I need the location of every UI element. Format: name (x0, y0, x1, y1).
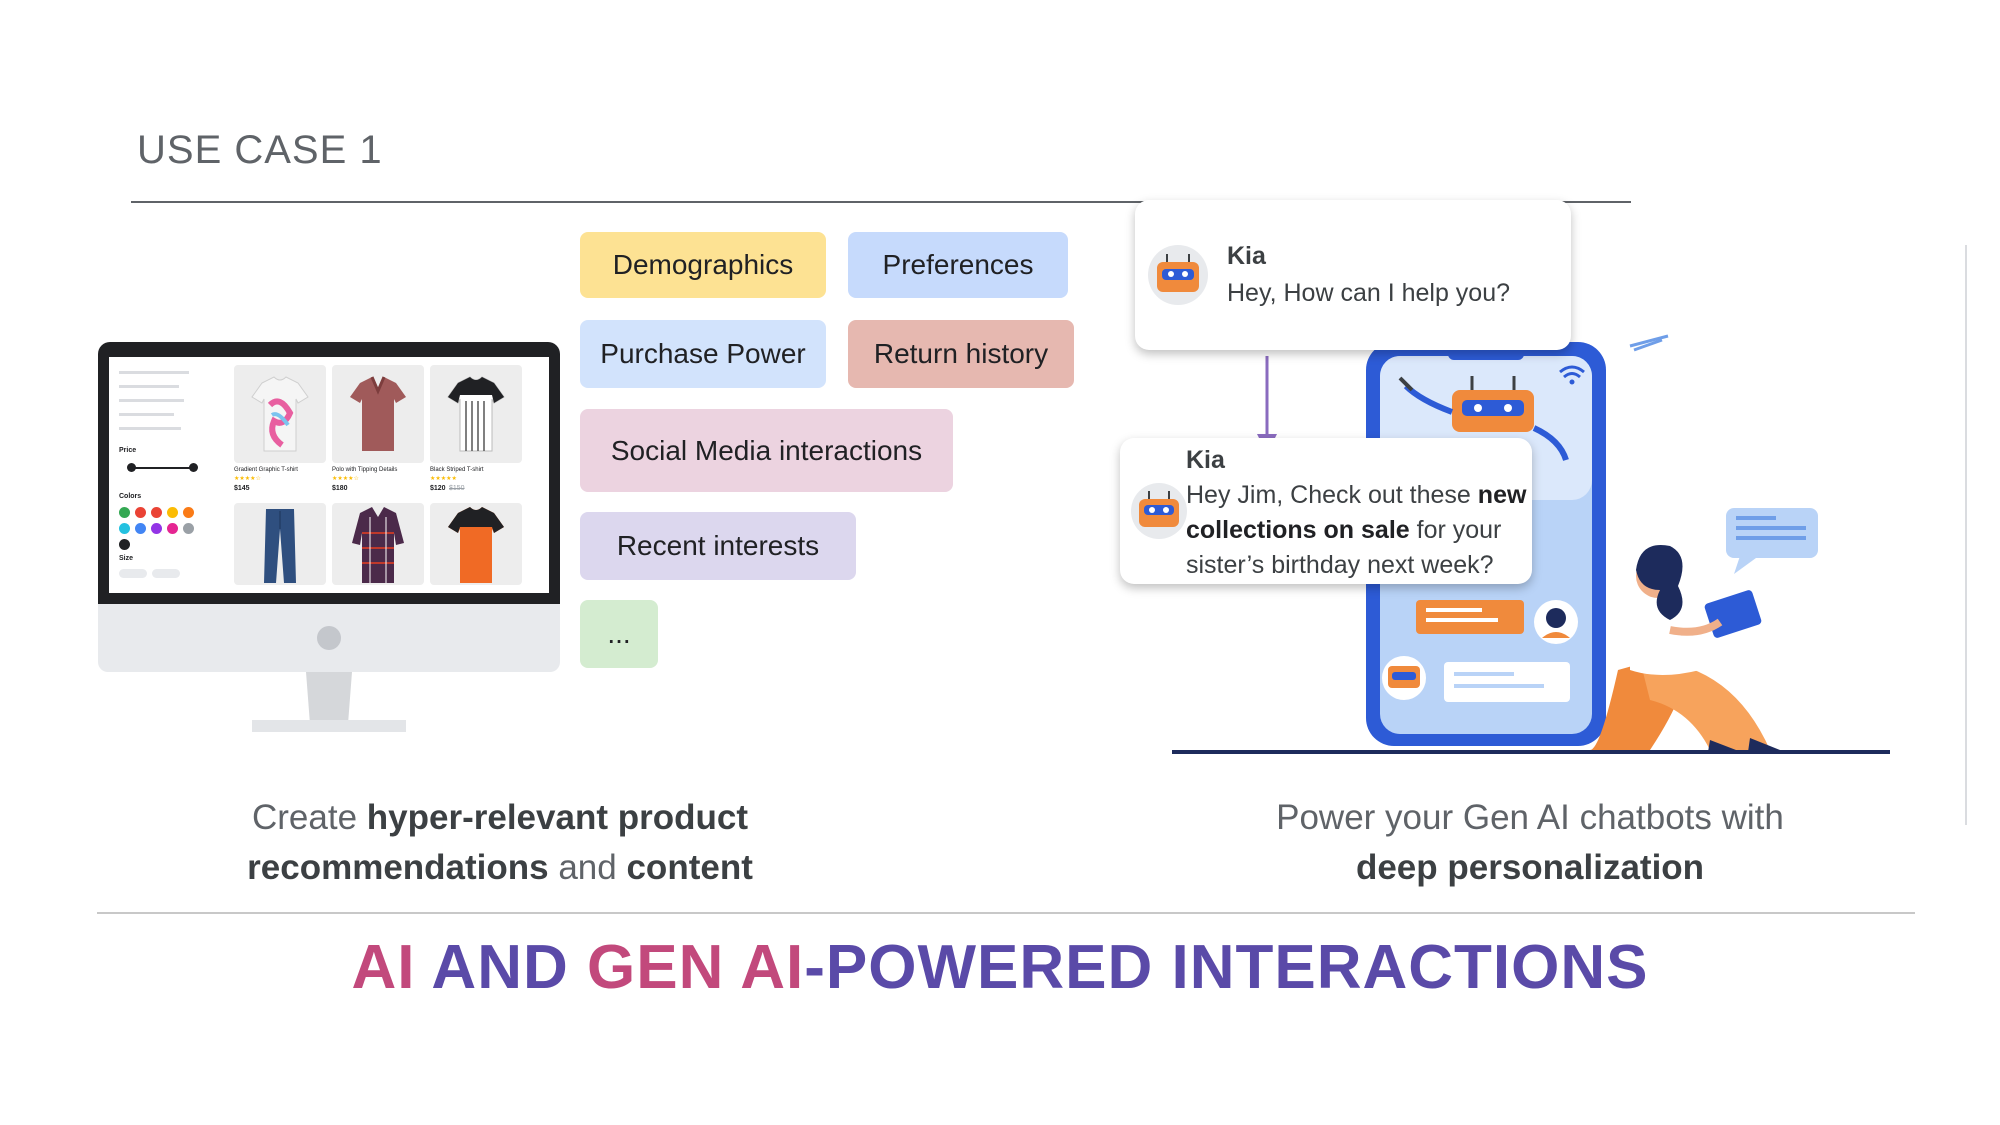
robot-avatar-icon (1131, 483, 1187, 539)
color-swatch[interactable] (119, 507, 130, 518)
price-slider-handle[interactable] (189, 463, 198, 472)
rating-stars: ★★★★☆ (234, 476, 261, 482)
jeans-icon (264, 509, 296, 583)
filter-price-label: Price (119, 447, 137, 454)
filter-line (119, 427, 181, 430)
product-price: $120 (430, 485, 446, 492)
bot-recommendation-message: Hey Jim, Check out these new collections… (1186, 478, 1532, 583)
color-swatch[interactable] (167, 523, 178, 534)
chat-bubble-recommendation: Kia Hey Jim, Check out these new collect… (1120, 438, 1532, 584)
robot-avatar-icon (1148, 245, 1208, 305)
rating-stars: ★★★★☆ (332, 476, 359, 482)
caption-text: and (548, 848, 627, 887)
color-swatches[interactable] (119, 507, 201, 550)
product-old-price: $150 (449, 485, 465, 492)
headline-part: GEN AI (586, 933, 805, 1002)
product-name: Gradient Graphic T-shirt (234, 467, 298, 473)
color-swatch[interactable] (183, 507, 194, 518)
bot-greeting-message: Hey, How can I help you? (1227, 279, 1511, 307)
headline-part: AND (415, 933, 587, 1002)
chat-bubble-greeting: Kia Hey, How can I help you? (1135, 200, 1571, 350)
striped-tshirt-icon (447, 376, 505, 452)
product-card[interactable] (332, 503, 424, 585)
price-slider-handle[interactable] (127, 463, 136, 472)
product-card[interactable] (430, 503, 522, 585)
caption-highlight: deep personalization (1355, 848, 1705, 887)
filter-line (119, 371, 189, 374)
monitor-base (252, 720, 406, 732)
filter-line (119, 399, 184, 402)
color-swatch[interactable] (151, 507, 162, 518)
size-chip[interactable] (152, 569, 180, 578)
message-highlight: new collections on sale (1186, 481, 1527, 544)
color-swatch[interactable] (151, 523, 162, 534)
monitor-stand (306, 672, 352, 720)
product-price: $145 (234, 485, 250, 492)
color-swatch[interactable] (119, 539, 130, 550)
caption-highlight: hyper-relevant product recommendations (247, 798, 748, 887)
message-text: for your sister’s birthday next week? (1186, 516, 1502, 579)
color-swatch[interactable] (167, 507, 178, 518)
tag-demographics: Demographics (580, 232, 826, 298)
monitor-screen: Price Colors Size (109, 357, 549, 593)
caption-text: Power your Gen AI chatbots with (1276, 798, 1784, 837)
tag-preferences: Preferences (848, 232, 1068, 298)
headline-part: AI (351, 933, 416, 1002)
message-text: Hey Jim, Check out these (1186, 481, 1478, 509)
tag-recent-interests: Recent interests (580, 512, 856, 580)
top-divider (131, 201, 1631, 203)
tag-social-media: Social Media interactions (580, 409, 953, 492)
bot-name: Kia (1186, 446, 1225, 474)
size-chip[interactable] (119, 569, 147, 578)
caption-text: Create (252, 798, 367, 837)
filter-size-label: Size (119, 555, 134, 562)
headline: AI AND GEN AI-POWERED INTERACTIONS (0, 932, 2000, 1003)
polo-shirt-icon (350, 376, 406, 451)
use-case-title: USE CASE 1 (137, 128, 383, 172)
rating-stars: ★★★★★ (430, 476, 457, 482)
color-swatch[interactable] (135, 507, 146, 518)
caption-right: Power your Gen AI chatbots with deep per… (1190, 793, 1870, 893)
product-card[interactable] (430, 365, 522, 463)
bottom-divider (97, 912, 1915, 914)
monitor-button (317, 626, 341, 650)
color-swatch[interactable] (183, 523, 194, 534)
orange-tshirt-icon (448, 507, 504, 583)
desktop-monitor: Price Colors Size (98, 342, 560, 732)
product-card[interactable] (332, 365, 424, 463)
bot-name: Kia (1227, 242, 1266, 270)
caption-highlight: content (626, 848, 753, 887)
tag-return-history: Return history (848, 320, 1074, 388)
tag-purchase-power: Purchase Power (580, 320, 826, 388)
filter-colors-label: Colors (119, 493, 142, 500)
tshirt-icon (251, 376, 309, 452)
product-card[interactable] (234, 365, 326, 463)
color-swatch[interactable] (119, 523, 130, 534)
product-price: $180 (332, 485, 348, 492)
filter-line (119, 385, 179, 388)
right-divider (1965, 245, 1967, 825)
headline-part: -POWERED INTERACTIONS (804, 933, 1649, 1002)
product-card[interactable] (234, 503, 326, 585)
plaid-shirt-icon (352, 507, 404, 583)
filter-line (119, 413, 174, 416)
product-name: Polo with Tipping Details (332, 467, 398, 473)
caption-left: Create hyper-relevant product recommenda… (190, 793, 810, 893)
price-slider[interactable] (131, 467, 193, 469)
filter-sidebar: Price Colors Size (119, 365, 229, 587)
product-name: Black Striped T-shirt (430, 467, 484, 473)
color-swatch[interactable] (135, 523, 146, 534)
tag-more: ... (580, 600, 658, 668)
